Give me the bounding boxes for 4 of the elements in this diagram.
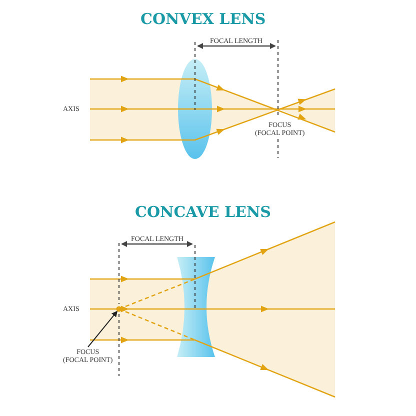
heading: CONCAVE LENS	[135, 203, 272, 221]
leader-arrow	[88, 310, 118, 348]
heading: CONVEX LENS	[140, 10, 266, 28]
focal-point-dot	[116, 306, 122, 312]
